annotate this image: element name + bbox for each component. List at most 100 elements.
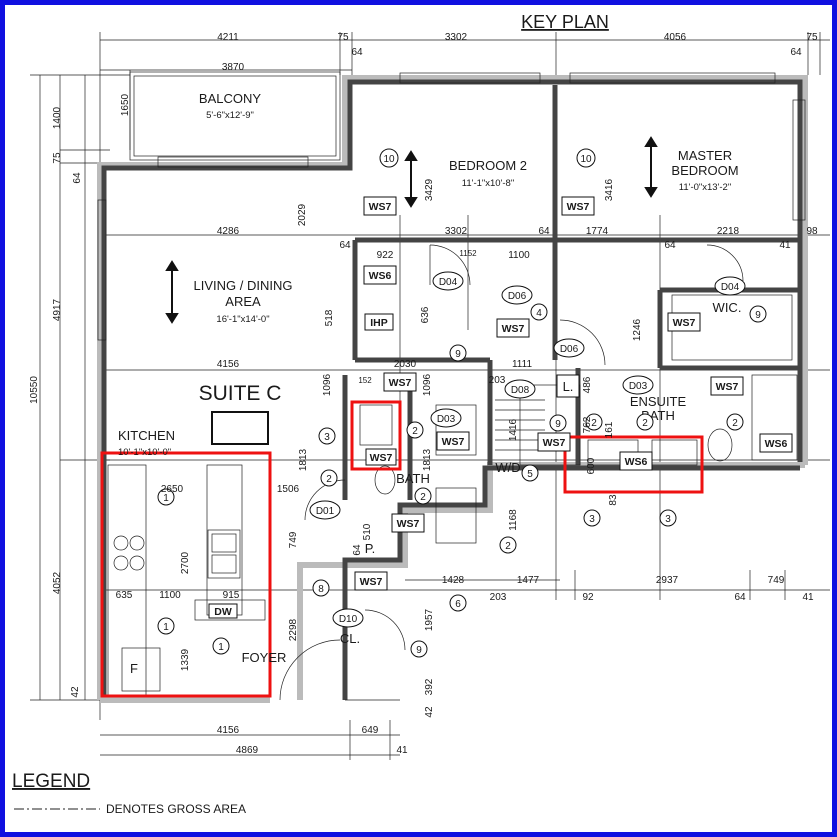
dim-label: 649 [362,725,379,736]
callout-number: 2 [591,418,597,429]
ws7-tag: WS7 [543,437,566,449]
dimension-labels: 4211 75 3302 4056 64 64 75 3870 1650 140… [29,32,818,756]
ws6-tag: WS6 [765,438,788,450]
interior-walls [342,85,800,500]
dim-label: 4052 [52,571,63,594]
dim-label: 98 [806,226,818,237]
callout-number: 8 [318,584,324,595]
dim-label: 1774 [586,226,609,237]
dim-label: 161 [604,421,615,438]
dim-label: 392 [424,678,435,695]
wic-label: WIC. [713,300,742,315]
bedroom2-size: 11'-1"x10'-8" [462,178,514,189]
door-swings [279,244,744,701]
dim-label: 1096 [322,373,333,396]
dim-label: 64 [352,544,363,556]
dim-label: 1813 [298,448,309,471]
living-size: 16'-1"x14'-0" [216,314,269,325]
suite-marker [211,411,269,445]
ws7-tag: WS7 [673,317,696,329]
dim-label: 10550 [29,376,40,404]
dim-label: 2937 [656,575,679,586]
dim-label: 1100 [159,590,181,601]
d03-tag: D03 [629,381,648,392]
dim-label: 83 [608,494,619,506]
door-tags: D04 D06 D06 D04 D03 D03 D08 D01 D10 [309,271,746,628]
dim-label: 2029 [297,203,308,226]
stair-hatch [495,384,581,466]
dim-label: 1246 [632,318,643,341]
dim-label: 1477 [517,575,540,586]
callout-number: 3 [589,514,595,525]
dim-label: 3870 [222,62,245,73]
dim-label: 75 [52,152,63,164]
ws7-tag: WS7 [369,201,392,213]
dim-label: 2030 [394,359,417,370]
dim-label: 600 [586,457,597,474]
dim-label: 1100 [508,250,530,261]
master-label-2: BEDROOM [671,163,738,178]
kitchen-label: KITCHEN [118,428,175,443]
dim-label: 2298 [288,618,299,641]
closet-label: CL. [340,631,360,646]
d01-tag: D01 [316,506,335,517]
dim-label: 75 [806,32,818,43]
callout-number: 4 [536,308,542,319]
dim-label: 1506 [277,484,300,495]
bath-label: BATH [396,471,430,486]
linen-box [556,374,580,398]
callout-number: 3 [665,514,671,525]
plan-title: KEY PLAN [521,12,609,32]
legend-title: LEGEND [12,771,90,792]
suite-label: SUITE C [199,382,282,405]
dim-label: 2650 [161,484,184,495]
linen-label: L. [563,379,574,394]
dim-label: 64 [734,592,746,603]
dim-label: 1650 [120,93,131,116]
dim-label: 1400 [52,106,63,129]
callout-number: 3 [324,432,330,443]
callout-number: 9 [416,645,422,656]
dim-label: 64 [339,240,351,251]
dim-label: 41 [802,592,814,603]
dim-label: 4869 [236,745,259,756]
d10-tag: D10 [339,614,358,625]
dim-label: 922 [377,250,394,261]
dim-label: 64 [538,226,550,237]
master-label-1: MASTER [678,148,732,163]
d06-tag: D06 [508,291,527,302]
ihp-tag: IHP [370,317,388,329]
ws6-tag: WS6 [369,270,392,282]
dw-tag: DW [214,606,232,618]
dim-label: 3416 [604,178,615,201]
balcony-outline [129,71,341,161]
tag-boxes: WS7 WS7 WS6 WS7 WS7 WS7 WS7 WS7 WS7 WS7 … [130,196,793,676]
legend: LEGEND DENOTES GROSS AREA [12,771,246,816]
legend-item: DENOTES GROSS AREA [106,802,246,816]
dim-label: 64 [790,47,802,58]
ensuite-label-1: ENSUITE [630,394,687,409]
dim-label: 749 [768,575,785,586]
ws6-tag: WS6 [625,456,648,468]
dim-label: 749 [288,531,299,548]
dim-label: 4056 [664,32,687,43]
d06-tag: D06 [560,344,579,355]
bedroom2-label: BEDROOM 2 [449,158,527,173]
ws7-tag: WS7 [389,377,412,389]
dim-label: 64 [351,47,363,58]
master-size: 11'-0"x13'-2" [679,182,731,193]
dim-label: 203 [490,592,507,603]
callout-number: 1 [163,493,169,504]
dim-label: 635 [116,590,133,601]
callout-circles: 10 10 4 9 9 9 3 2 2 2 2 2 2 3 3 1 1 1 8 … [157,148,767,658]
dim-label: 92 [582,592,594,603]
dim-label: 3302 [445,32,468,43]
dim-label: 915 [223,590,240,601]
dim-label: 4286 [217,226,240,237]
dim-label: 2700 [180,551,191,574]
dim-label: 1096 [422,373,433,396]
dim-label: 1416 [508,418,519,441]
ws7-tag: WS7 [567,201,590,213]
